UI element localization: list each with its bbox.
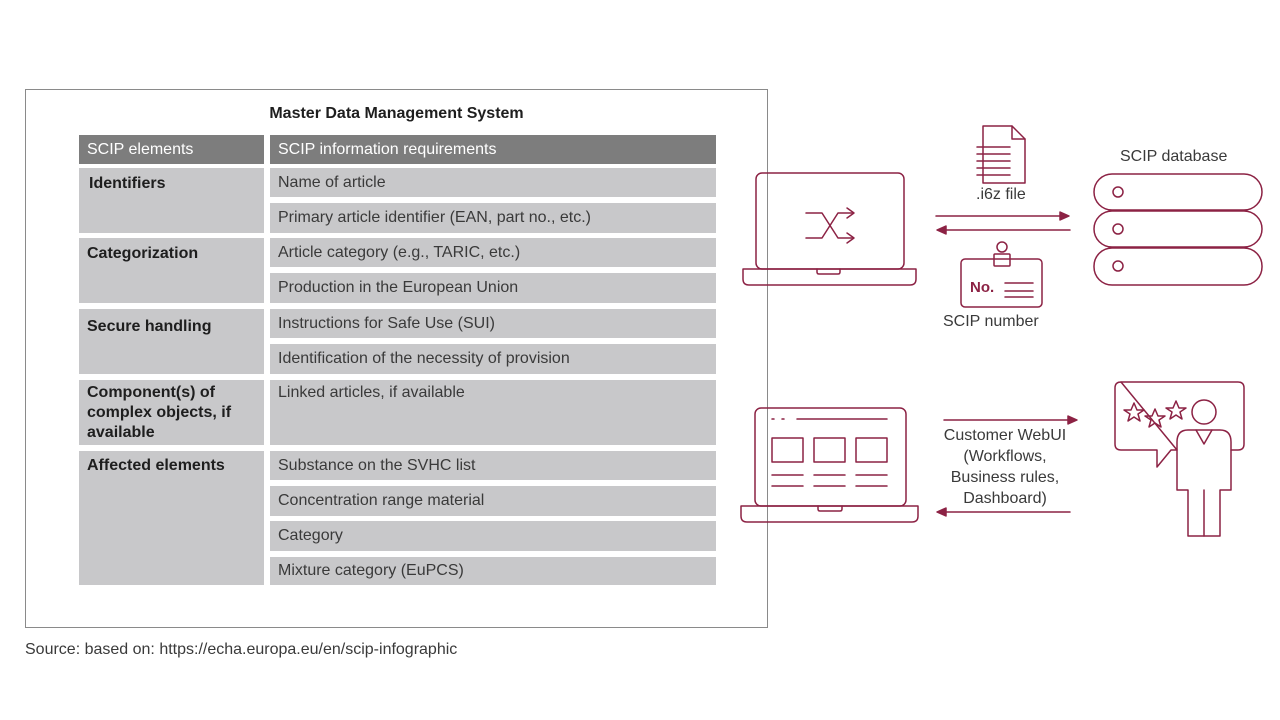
requirement-row: Name of article [270, 168, 716, 197]
category-identifiers: Identifiers [79, 168, 264, 233]
requirement-row: Category [270, 521, 716, 551]
requirement-row: Identification of the necessity of provi… [270, 344, 716, 374]
scip-number-label: SCIP number [943, 313, 1039, 330]
requirement-row: Linked articles, if available [270, 380, 716, 445]
category-components: Component(s) of complex objects, if avai… [79, 380, 264, 445]
upload-arrow-icon [935, 211, 1070, 221]
laptop-shuffle-icon [742, 172, 917, 286]
requirement-row: Mixture category (EuPCS) [270, 557, 716, 585]
file-icon [976, 125, 1026, 184]
database-icon [1093, 173, 1263, 286]
header-scip-requirements: SCIP information requirements [270, 135, 716, 164]
requirement-row: Substance on the SVHC list [270, 451, 716, 480]
database-label: SCIP database [1120, 148, 1228, 165]
laptop-webui-icon [740, 407, 919, 523]
mdm-title: Master Data Management System [269, 105, 524, 122]
requirement-row: Concentration range material [270, 486, 716, 516]
file-label: .i6z file [976, 186, 1026, 203]
scip-number-badge-icon [960, 241, 1043, 308]
requirement-row: Article category (e.g., TARIC, etc.) [270, 238, 716, 267]
mdm-system-box [25, 89, 768, 628]
number-badge-text: No. [970, 279, 995, 296]
webui-label: Customer WebUI (Workflows, Business rule… [943, 427, 1067, 507]
customer-rating-icon [1114, 381, 1245, 537]
requirement-row: Primary article identifier (EAN, part no… [270, 203, 716, 233]
webui-forward-arrow-icon [943, 415, 1078, 425]
header-scip-elements: SCIP elements [79, 135, 264, 164]
return-arrow-icon [936, 225, 1071, 235]
requirement-row: Instructions for Safe Use (SUI) [270, 309, 716, 338]
source-note: Source: based on: https://echa.europa.eu… [25, 641, 458, 658]
category-categorization: Categorization [79, 238, 264, 303]
webui-return-arrow-icon [936, 507, 1071, 517]
category-secure-handling: Secure handling [79, 309, 264, 374]
requirement-row: Production in the European Union [270, 273, 716, 303]
category-affected-elements: Affected elements [79, 451, 264, 585]
